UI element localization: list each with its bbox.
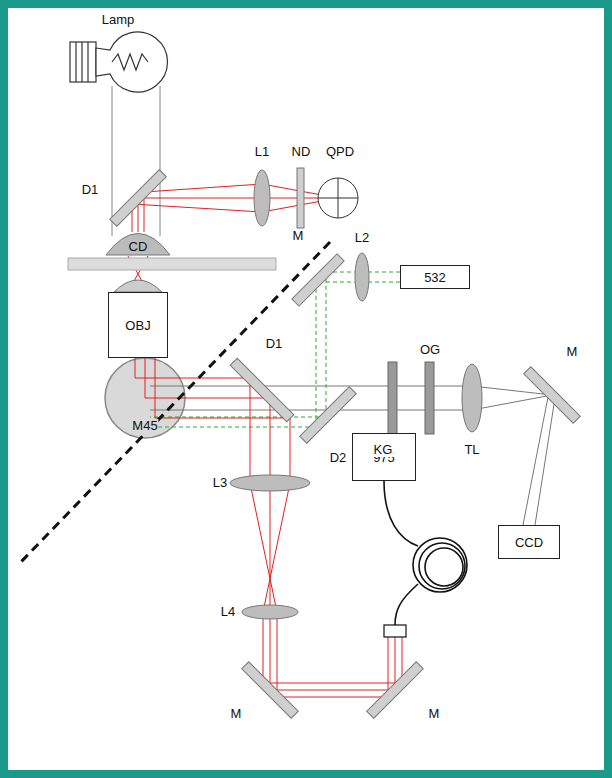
part-label: QPD <box>325 145 355 159</box>
dichroic-mirror <box>300 387 357 444</box>
lens <box>254 170 270 226</box>
box-label: OBJ <box>125 318 150 333</box>
part-label: CD <box>128 240 149 254</box>
part-label: L4 <box>220 605 236 619</box>
mirror <box>292 254 344 306</box>
imaging-rays <box>150 386 555 525</box>
sample-slide <box>68 258 276 270</box>
box-label: 532 <box>424 270 446 285</box>
part-label: D2 <box>329 451 348 465</box>
instrument-box: CCD <box>498 525 560 559</box>
part-label: M <box>428 707 441 721</box>
tube-lens <box>462 364 482 432</box>
mirror <box>524 367 581 424</box>
quadrant-photodiode <box>318 178 358 218</box>
lamp-symbol <box>70 32 167 92</box>
part-label: D1 <box>81 183 100 197</box>
lens <box>242 605 298 619</box>
part-label: L3 <box>212 476 228 490</box>
part-label: M45 <box>131 419 158 433</box>
nd-filter <box>297 168 304 228</box>
optical-fiber <box>384 481 467 625</box>
og-filter <box>425 362 434 434</box>
detection-beam <box>128 184 338 292</box>
collimator <box>384 625 406 637</box>
part-label: ND <box>291 145 312 159</box>
part-label: Lamp <box>101 13 136 27</box>
dichroic-mirror <box>230 358 294 422</box>
condenser <box>106 234 170 256</box>
instrument-box: 975 <box>352 433 416 481</box>
trap-beam <box>135 358 402 697</box>
part-label: TL <box>463 443 480 457</box>
kg-filter <box>388 362 397 434</box>
objective-lens <box>114 280 162 292</box>
lens <box>230 475 310 491</box>
part-label: KG <box>373 443 394 457</box>
lens <box>355 253 369 301</box>
part-label: M <box>230 707 243 721</box>
dichroic-mirror <box>110 170 167 227</box>
part-label: OG <box>419 343 441 357</box>
part-label: L1 <box>254 145 270 159</box>
part-label: M <box>292 229 305 243</box>
mirror <box>242 662 299 719</box>
mirror <box>367 662 424 719</box>
instrument-box: 532 <box>400 265 470 289</box>
part-label: L2 <box>354 231 370 245</box>
instrument-box: OBJ <box>108 292 168 358</box>
part-label: M <box>566 345 579 359</box>
box-label: CCD <box>515 535 543 550</box>
divider-line <box>18 242 330 565</box>
part-label: D1 <box>265 337 284 351</box>
frame <box>4 4 608 774</box>
